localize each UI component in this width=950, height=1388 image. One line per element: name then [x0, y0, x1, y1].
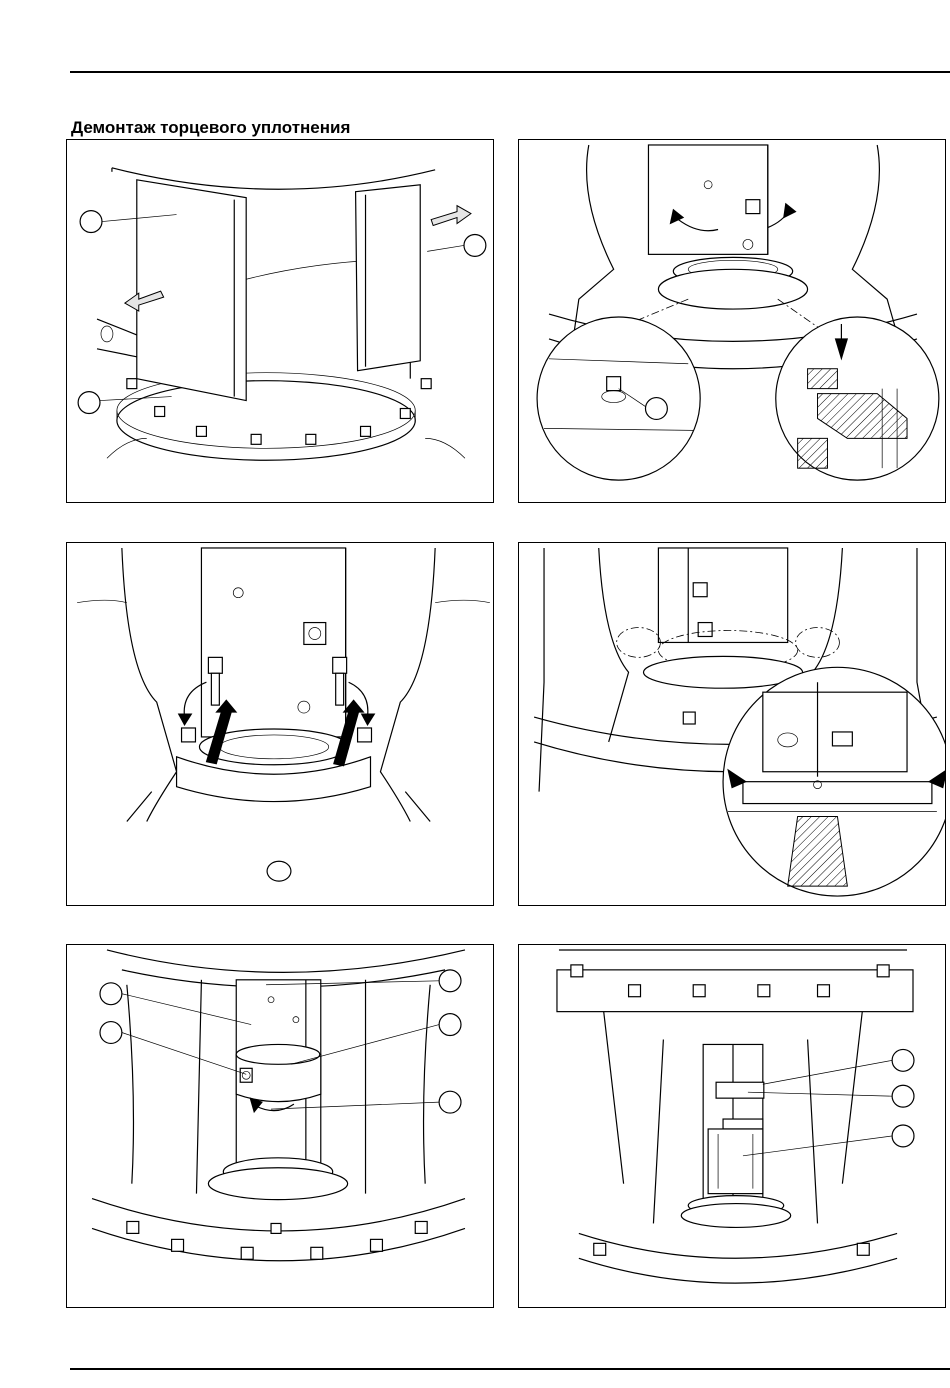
detail-circle-left [537, 317, 700, 480]
figure-step-6 [518, 944, 946, 1308]
figure-step-3 [66, 542, 494, 906]
callout-2 [464, 234, 486, 256]
callout-4 [439, 1014, 461, 1036]
callout-2 [100, 1022, 122, 1044]
callout-1 [100, 983, 122, 1005]
rotate-arrow-right-icon [784, 204, 796, 218]
callout-1 [80, 211, 102, 233]
figure-step-4 [518, 542, 946, 906]
cap-screw-lower-left [182, 728, 196, 742]
callout-3 [892, 1125, 914, 1147]
callout-3 [439, 970, 461, 992]
motor-flange [557, 970, 913, 1012]
callout-detail-1 [645, 398, 667, 420]
guard-half-left [137, 180, 246, 401]
pump-guard-illustration [67, 140, 493, 502]
header-rule [70, 71, 950, 73]
coupling-sleeve [708, 1129, 763, 1194]
callout-5 [439, 1091, 461, 1113]
move-arrow-right-icon [362, 714, 375, 725]
coupling-detail-illustration [519, 140, 945, 502]
shaft-parts-illustration [519, 945, 945, 1307]
figure-step-5 [66, 944, 494, 1308]
screw-relocation-illustration [67, 543, 493, 905]
figure-step-1 [66, 139, 494, 503]
cap-screw-lower-right [358, 728, 372, 742]
figure-step-2 [518, 139, 946, 503]
arrow-right-icon [431, 206, 471, 226]
callout-2 [892, 1085, 914, 1107]
move-arrow-left-icon [179, 714, 192, 725]
seal-spacer-illustration [519, 543, 945, 905]
drain-plug [267, 861, 291, 881]
page-title: Демонтаж торцевого уплотнения [71, 118, 350, 138]
callout-3 [78, 392, 100, 414]
footer-rule [70, 1368, 950, 1370]
coupling-parts-illustration [67, 945, 493, 1307]
spacer-ring [716, 1082, 764, 1098]
callout-1 [892, 1049, 914, 1071]
